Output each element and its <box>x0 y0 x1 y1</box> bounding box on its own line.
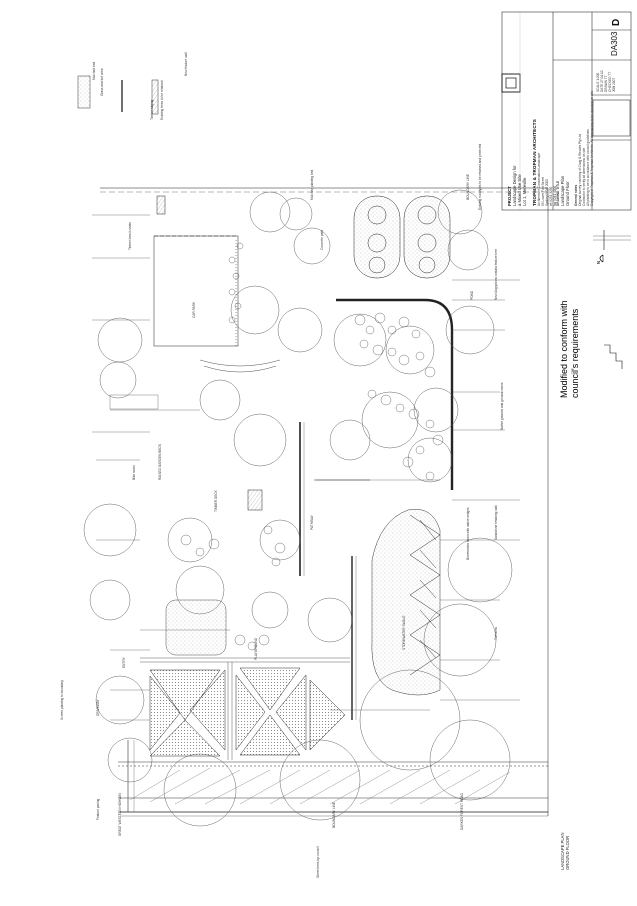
plan-note-5: Turf area <box>494 627 498 640</box>
label-boundary-bottom: BOUNDARY LINE <box>332 802 336 828</box>
label-deck: TIMBER DECK <box>214 490 218 512</box>
plan-note-6: Mulched planting bed <box>310 169 314 200</box>
modification-note: Modified to conform with council's requi… <box>559 300 581 398</box>
job-label: JOB <box>612 85 616 92</box>
label-stormwater: STORMWATER SWALE <box>402 615 406 650</box>
revision-letter: D <box>611 18 622 26</box>
job-value: 2007 <box>612 77 616 85</box>
copyright-note: Copyright of Tropman & Tropman Architect… <box>590 90 594 206</box>
modification-note-line-2: council's requirements <box>570 308 580 398</box>
plan-note-4: Sandstone retaining wall <box>494 505 498 540</box>
plan-note-9: Bioretention basin with native sedges <box>466 507 470 560</box>
label-carpark: CAR PARK <box>192 301 196 318</box>
plan-note-13: Street trees by council <box>316 846 320 878</box>
carpark-block <box>92 195 239 433</box>
plan-note-7: Concrete path <box>320 229 324 250</box>
checked-value: TT <box>608 71 612 76</box>
section-markers <box>593 230 631 369</box>
north-label: N <box>596 260 601 264</box>
shrub-clusters <box>180 242 444 651</box>
road-strip <box>118 740 548 812</box>
plan-note-11: Screen planting to boundary <box>60 680 64 720</box>
drawing-title-block: DRAWING TITLE Landscape Plan Ground Floo… <box>556 176 570 206</box>
label-pathway: PATHWAY <box>310 515 314 530</box>
legend-item-5: New feature wall <box>184 52 188 76</box>
plan-note-12: Feature paving <box>96 798 100 820</box>
paths <box>140 657 350 760</box>
central-plaza <box>165 359 370 656</box>
curved-path <box>336 298 454 490</box>
label-boundary-top: BOUNDARY LINE <box>466 174 470 200</box>
label-road-right: DARKES FOREST ROAD <box>460 793 464 830</box>
drawing-caption: LANDSCAPE PLAN GROUND FLOOR <box>560 833 570 870</box>
legend-swatches <box>77 75 159 115</box>
notes-block: General notes Original survey courtesy o… <box>574 90 594 206</box>
label-road: GREAT WESTERN HIGHWAY <box>118 792 122 836</box>
legend-item-1: Mulched bed <box>92 61 96 80</box>
label-driveway: DRIVEWAY <box>96 699 100 716</box>
label-entry: ENTRY <box>122 657 126 668</box>
drawing-number: DA303 <box>610 31 619 56</box>
drawing-title-line-2: Ground Floor <box>565 181 570 206</box>
plan-note-10: Bike racks <box>132 465 136 480</box>
title-block: PROJECT Landscape Design for a Mixed Use… <box>507 165 527 206</box>
leader-lines <box>96 279 520 721</box>
modification-note-line-1: Modified to conform with <box>559 300 569 398</box>
plan-note-8: Timber bench seats <box>128 222 132 250</box>
label-garden-beds: RAISED GARDEN BEDS <box>158 444 162 480</box>
plan-note-3: Native grasses and groundcovers <box>500 382 504 430</box>
plan-note-2: New Angophora costata feature tree <box>494 248 498 300</box>
legend-item-2: Grass and turf area <box>100 68 104 96</box>
site-boundary <box>100 187 549 817</box>
meta-block: SCALE 1:200 DATE 27.04.10 DRAWN TT CHECK… <box>596 70 616 92</box>
label-pond: POND <box>470 290 474 300</box>
title-block-frame <box>501 11 632 211</box>
diamond-beds <box>149 667 346 757</box>
upper-planters <box>353 195 451 279</box>
drawing-caption-line-2: GROUND FLOOR <box>565 835 570 870</box>
label-playground: PLAYGROUND <box>254 637 258 660</box>
plan-note-1: Existing eucalypts to be retained and pr… <box>478 143 482 210</box>
stormwater-swale <box>351 508 441 720</box>
legend-item-3: Timber edging <box>150 99 154 120</box>
tree-canopies <box>83 189 513 827</box>
project-line-3: Lot 1, Mereville <box>522 177 527 206</box>
legend-item-4: Existing trees to be retained <box>160 80 164 120</box>
firm-block: TROPMAN & TROPMAN ARCHITECTS Architectur… <box>532 119 557 206</box>
